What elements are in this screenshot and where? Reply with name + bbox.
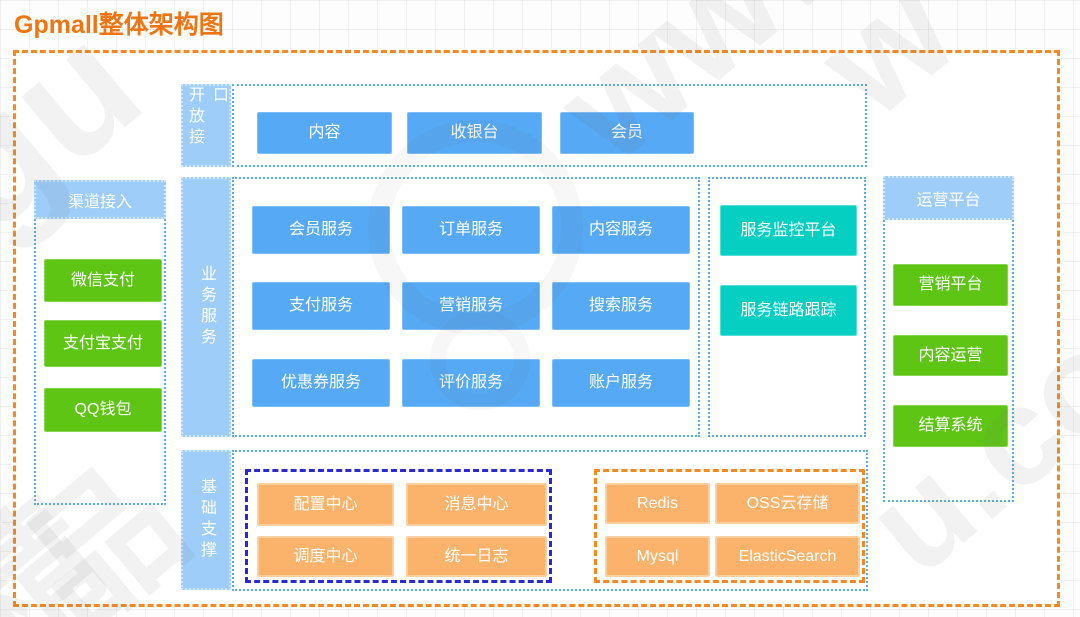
infrastructure-panel: 配置中心 消息中心 调度中心 统一日志 Redis OSS云存储 Mysql E… xyxy=(232,450,868,591)
storage-box-mysql: Mysql xyxy=(605,536,710,577)
governance-box-monitor-platform: 服务监控平台 xyxy=(720,205,857,256)
page-title: Gpmall整体架构图 xyxy=(14,11,224,39)
operation-box-marketing: 营销平台 xyxy=(893,264,1008,306)
governance-box-trace: 服务链路跟踪 xyxy=(720,285,857,336)
operation-platform-panel: 运营平台 营销平台 内容运营 结算系统 xyxy=(883,176,1014,502)
open-api-box-member: 会员 xyxy=(560,112,694,154)
operation-box-content-ops: 内容运营 xyxy=(893,335,1008,376)
service-box-payment: 支付服务 xyxy=(252,282,390,330)
storage-group: Redis OSS云存储 Mysql ElasticSearch xyxy=(594,469,865,583)
open-api-box-content: 内容 xyxy=(257,112,392,154)
operation-platform-header: 运营平台 xyxy=(883,176,1014,220)
service-box-coupon: 优惠券服务 xyxy=(252,359,390,407)
channel-box-wechat-pay: 微信支付 xyxy=(44,259,162,302)
open-api-label: 开放接口 xyxy=(181,84,231,167)
channel-access-header: 渠道接入 xyxy=(34,180,166,219)
middleware-box-config-center: 配置中心 xyxy=(257,483,394,526)
middleware-box-scheduler-center: 调度中心 xyxy=(257,536,394,577)
open-api-box-cashier: 收银台 xyxy=(407,112,542,154)
business-services-panel: 会员服务 订单服务 内容服务 支付服务 营销服务 搜索服务 优惠券服务 评价服务… xyxy=(232,177,700,437)
service-box-content: 内容服务 xyxy=(552,206,690,254)
service-box-marketing: 营销服务 xyxy=(402,282,540,330)
storage-box-elasticsearch: ElasticSearch xyxy=(715,536,860,577)
service-governance-panel: 服务监控平台 服务链路跟踪 xyxy=(708,177,866,437)
middleware-box-message-center: 消息中心 xyxy=(406,483,547,526)
middleware-group: 配置中心 消息中心 调度中心 统一日志 xyxy=(245,469,552,583)
channel-box-qq-wallet: QQ钱包 xyxy=(44,388,162,432)
storage-box-redis: Redis xyxy=(605,483,710,524)
business-services-label: 业务服务 xyxy=(181,177,231,437)
service-box-account: 账户服务 xyxy=(552,359,690,407)
middleware-box-unified-log: 统一日志 xyxy=(406,536,547,577)
service-box-member: 会员服务 xyxy=(252,206,390,254)
open-api-panel: 内容 收银台 会员 xyxy=(232,84,867,167)
infrastructure-label: 基础支撑 xyxy=(181,450,231,590)
storage-box-oss: OSS云存储 xyxy=(715,483,860,524)
channel-box-alipay: 支付宝支付 xyxy=(44,320,162,367)
service-box-order: 订单服务 xyxy=(402,206,540,254)
service-box-search: 搜索服务 xyxy=(552,282,690,330)
service-box-review: 评价服务 xyxy=(402,359,540,407)
operation-box-settlement: 结算系统 xyxy=(893,405,1008,447)
channel-access-panel: 渠道接入 微信支付 支付宝支付 QQ钱包 xyxy=(34,180,166,505)
